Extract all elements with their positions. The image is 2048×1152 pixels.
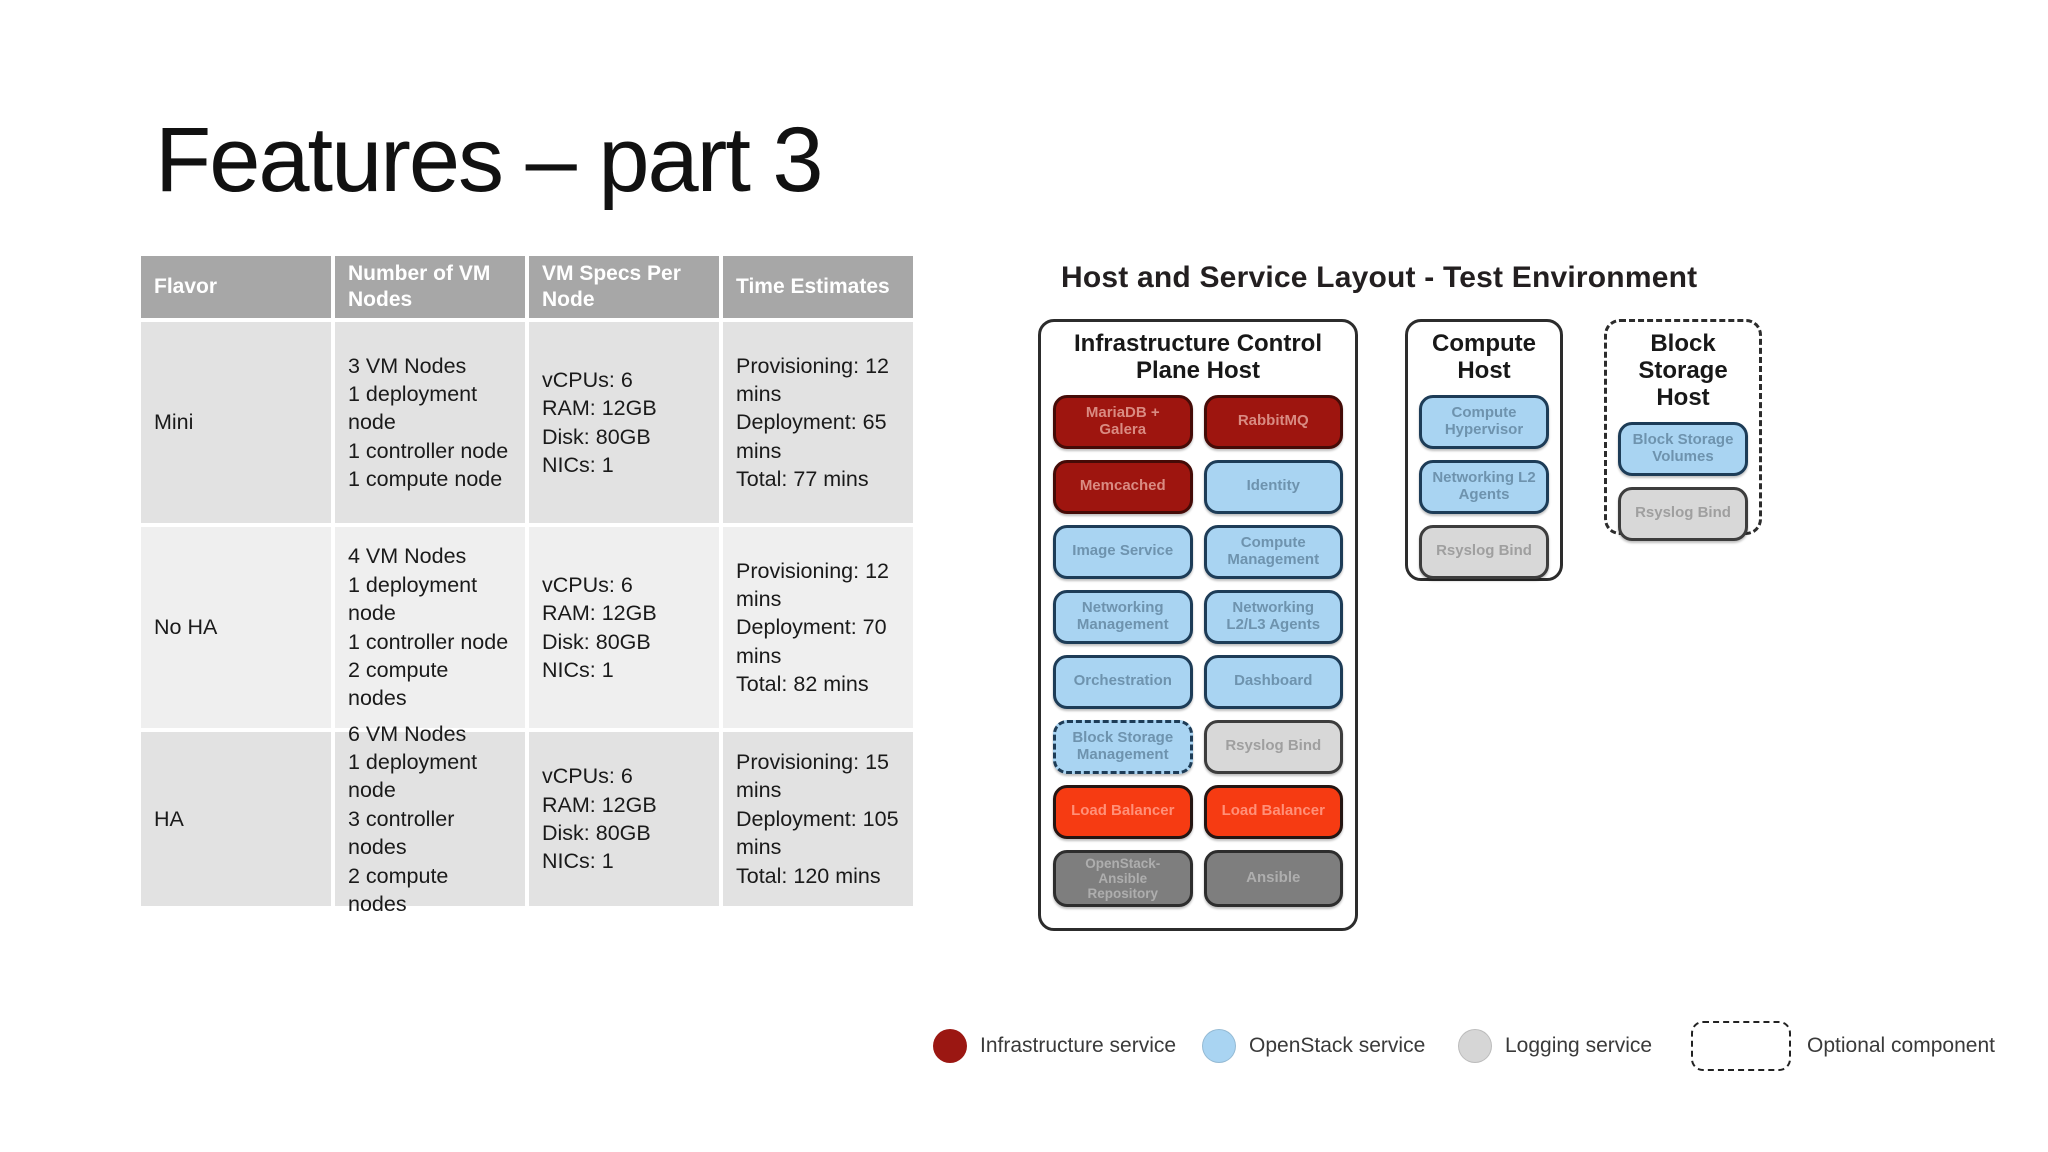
pill-rabbitmq: RabbitMQ	[1203, 394, 1343, 449]
pill-mariadb-galera: MariaDB + Galera	[1053, 394, 1193, 449]
service-column: Compute Hypervisor Networking L2 Agents …	[1408, 394, 1560, 592]
table-header-flavor: Flavor	[141, 256, 331, 318]
pill-networking-l2l3-agents: Networking L2/L3 Agents	[1203, 589, 1343, 644]
cell-specs-ha: vCPUs: 6 RAM: 12GB Disk: 80GB NICs: 1	[529, 732, 719, 906]
table-header-time: Time Estimates	[723, 256, 913, 318]
host-box-compute: Compute Host Compute Hypervisor Networki…	[1405, 319, 1563, 581]
table-header-vm-specs: VM Specs Per Node	[529, 256, 719, 318]
logging-service-swatch-icon	[1458, 1029, 1492, 1063]
service-grid: MariaDB + Galera RabbitMQ Memcached Iden…	[1041, 394, 1355, 921]
infrastructure-service-swatch-icon	[933, 1029, 967, 1063]
host-box-infrastructure-control-plane: Infrastructure Control Plane Host MariaD…	[1038, 319, 1358, 931]
cell-flavor-ha: HA	[141, 732, 331, 906]
legend-label: OpenStack service	[1249, 1034, 1426, 1057]
cell-nodes-noha: 4 VM Nodes 1 deployment node 1 controlle…	[335, 527, 525, 728]
pill-rsyslog-bind: Rsyslog Bind	[1618, 486, 1748, 541]
pill-block-storage-management: Block Storage Management	[1053, 719, 1193, 774]
legend-item-logging-service: Logging service	[1458, 1016, 1652, 1076]
cell-flavor-noha: No HA	[141, 527, 331, 728]
pill-networking-management: Networking Management	[1053, 589, 1193, 644]
legend-label: Optional component	[1807, 1034, 1995, 1057]
pill-openstack-ansible-repository: OpenStack-Ansible Repository	[1053, 849, 1193, 908]
pill-load-balancer: Load Balancer	[1053, 784, 1193, 839]
pill-load-balancer: Load Balancer	[1203, 784, 1343, 839]
cell-specs-mini: vCPUs: 6 RAM: 12GB Disk: 80GB NICs: 1	[529, 322, 719, 523]
host-box-block-storage: Block Storage Host Block Storage Volumes…	[1604, 319, 1762, 541]
legend-label: Logging service	[1505, 1034, 1653, 1057]
pill-image-service: Image Service	[1053, 524, 1193, 579]
legend-item-openstack-service: OpenStack service	[1202, 1016, 1425, 1076]
pill-rsyslog-bind: Rsyslog Bind	[1419, 524, 1549, 579]
cell-nodes-ha: 6 VM Nodes 1 deployment node 3 controlle…	[335, 722, 525, 916]
openstack-service-swatch-icon	[1202, 1029, 1236, 1063]
pill-dashboard: Dashboard	[1203, 654, 1343, 709]
pill-orchestration: Orchestration	[1053, 654, 1193, 709]
diagram-title: Host and Service Layout - Test Environme…	[1061, 261, 1698, 294]
cell-time-ha: Provisioning: 15 mins Deployment: 105 mi…	[723, 732, 913, 906]
service-column: Block Storage Volumes Rsyslog Bind	[1607, 421, 1759, 554]
optional-component-swatch-icon	[1691, 1021, 1791, 1071]
pill-identity: Identity	[1203, 459, 1343, 514]
pill-block-storage-volumes: Block Storage Volumes	[1618, 421, 1748, 476]
cell-specs-noha: vCPUs: 6 RAM: 12GB Disk: 80GB NICs: 1	[529, 527, 719, 728]
host-title: Block Storage Host	[1638, 330, 1728, 411]
legend-item-infrastructure-service: Infrastructure service	[933, 1016, 1176, 1076]
table-header-vm-nodes: Number of VM Nodes	[335, 256, 525, 318]
pill-networking-l2-agents: Networking L2 Agents	[1419, 459, 1549, 514]
pill-compute-management: Compute Management	[1203, 524, 1343, 579]
pill-rsyslog-bind: Rsyslog Bind	[1203, 719, 1343, 774]
pill-compute-hypervisor: Compute Hypervisor	[1419, 394, 1549, 449]
cell-nodes-mini: 3 VM Nodes 1 deployment node 1 controlle…	[335, 322, 525, 523]
pill-ansible: Ansible	[1203, 849, 1343, 908]
feature-table: Flavor Number of VM Nodes VM Specs Per N…	[141, 256, 913, 916]
host-title: Infrastructure Control Plane Host	[1073, 330, 1322, 384]
cell-flavor-mini: Mini	[141, 322, 331, 523]
page-title: Features – part 3	[155, 109, 824, 211]
host-title: Compute Host	[1432, 330, 1536, 384]
cell-time-noha: Provisioning: 12 mins Deployment: 70 min…	[723, 527, 913, 728]
pill-memcached: Memcached	[1053, 459, 1193, 514]
legend-item-optional-component: Optional component	[1691, 1016, 1995, 1076]
cell-time-mini: Provisioning: 12 mins Deployment: 65 min…	[723, 322, 913, 523]
legend-label: Infrastructure service	[980, 1034, 1177, 1057]
